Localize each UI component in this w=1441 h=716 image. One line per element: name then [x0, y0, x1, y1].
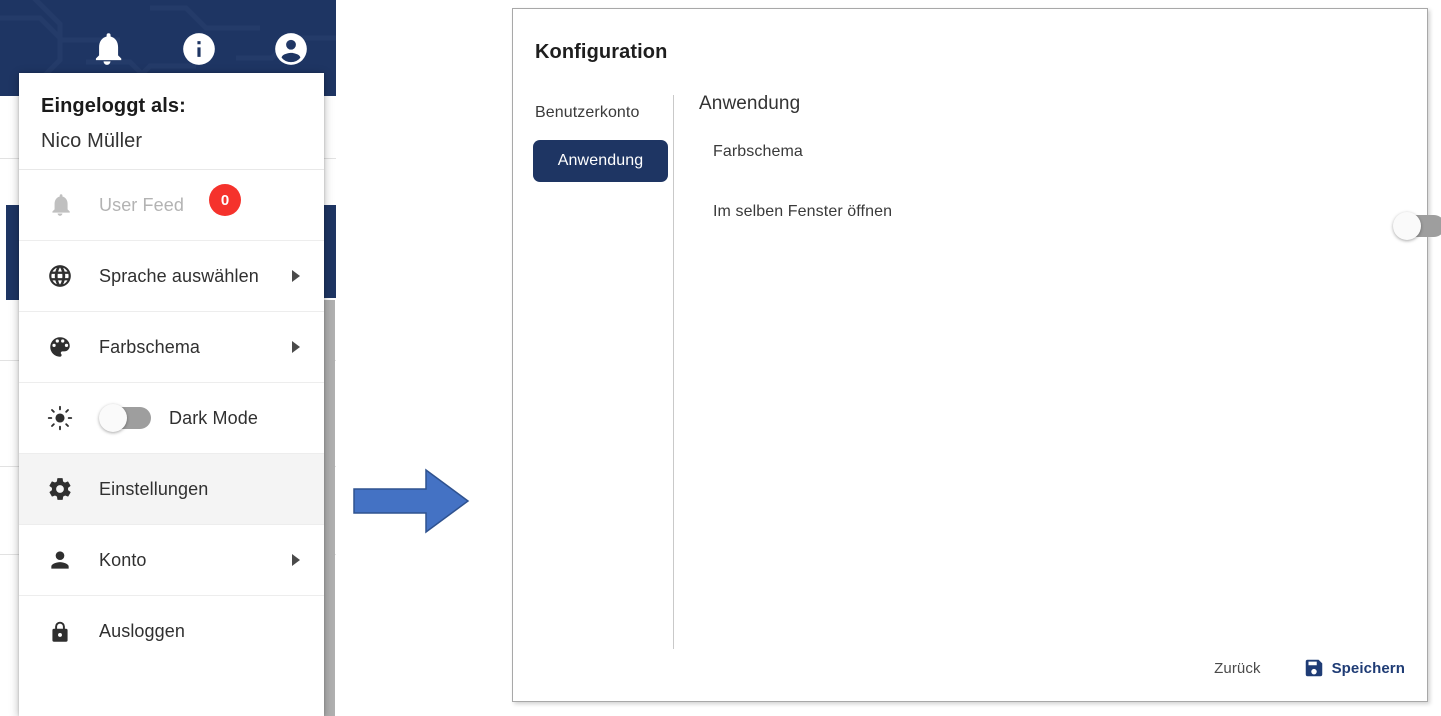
sun-icon [41, 405, 79, 431]
menu-item-sprache-auswaehlen[interactable]: Sprache auswählen [19, 241, 324, 312]
account-circle-icon[interactable] [272, 30, 310, 68]
toggle-knob [99, 404, 127, 432]
back-button[interactable]: Zurück [1214, 659, 1261, 677]
toggle-knob [1393, 212, 1421, 240]
menu-item-label: Sprache auswählen [99, 265, 259, 286]
dark-mode-toggle[interactable] [99, 404, 151, 432]
chevron-right-icon [292, 341, 300, 353]
user-menu-scrollbar[interactable] [322, 300, 335, 716]
save-button-label: Speichern [1331, 659, 1405, 677]
config-nav: Benutzerkonto Anwendung [533, 97, 673, 182]
app-sidebar-strip-right [322, 205, 336, 298]
notifications-bell-icon[interactable] [88, 30, 126, 68]
menu-item-label: User Feed [99, 194, 184, 215]
user-menu-header: Eingeloggt als: Nico Müller [19, 73, 324, 170]
config-panel-anwendung: Anwendung Farbschema Im selben Fenster ö… [699, 93, 1441, 240]
menu-item-label: Dark Mode [169, 407, 258, 428]
setting-label: Im selben Fenster öffnen [713, 203, 893, 220]
app-window-fragment: Eingeloggt als: Nico Müller User Feed 0 … [0, 0, 336, 716]
save-floppy-icon [1303, 657, 1325, 679]
setting-row-im-selben-fenster-oeffnen: Im selben Fenster öffnen [699, 189, 1441, 240]
dialog-footer: Zurück Speichern [1214, 657, 1405, 679]
user-feed-badge: 0 [209, 184, 241, 216]
app-sidebar-strip-left [6, 205, 21, 300]
menu-item-einstellungen[interactable]: Einstellungen [19, 454, 324, 525]
lock-icon [41, 619, 79, 645]
chevron-right-icon [292, 270, 300, 282]
save-button[interactable]: Speichern [1303, 657, 1405, 679]
info-circle-icon[interactable] [180, 30, 218, 68]
menu-item-dark-mode[interactable]: Dark Mode [19, 383, 324, 454]
menu-item-user-feed[interactable]: User Feed 0 [19, 170, 324, 241]
palette-icon [41, 334, 79, 360]
flow-arrow-right-icon [352, 467, 470, 535]
logged-in-as-label: Eingeloggt als: [41, 95, 186, 117]
menu-item-label: Farbschema [99, 336, 201, 357]
menu-item-label: Konto [99, 549, 147, 570]
menu-item-ausloggen[interactable]: Ausloggen [19, 596, 324, 667]
gear-icon [41, 476, 79, 502]
page-title: Konfiguration [535, 41, 668, 63]
setting-label: Farbschema [713, 143, 803, 160]
menu-item-farbschema[interactable]: Farbschema [19, 312, 324, 383]
config-divider [673, 95, 674, 649]
person-icon [41, 547, 79, 573]
user-dropdown-menu: Eingeloggt als: Nico Müller User Feed 0 … [19, 73, 324, 716]
menu-item-label: Einstellungen [99, 478, 209, 499]
globe-icon [41, 263, 79, 289]
setting-row-farbschema: Farbschema [699, 129, 1407, 175]
menu-item-konto[interactable]: Konto [19, 525, 324, 596]
config-nav-item-benutzerkonto[interactable]: Benutzerkonto [535, 104, 640, 121]
bell-icon [41, 192, 79, 218]
user-name: Nico Müller [41, 130, 143, 152]
configuration-dialog: Konfiguration Benutzerkonto Anwendung An… [512, 8, 1441, 702]
config-nav-item-anwendung[interactable]: Anwendung [533, 140, 668, 182]
menu-item-label: Ausloggen [99, 621, 185, 641]
chevron-right-icon [292, 554, 300, 566]
config-section-title: Anwendung [699, 93, 801, 114]
